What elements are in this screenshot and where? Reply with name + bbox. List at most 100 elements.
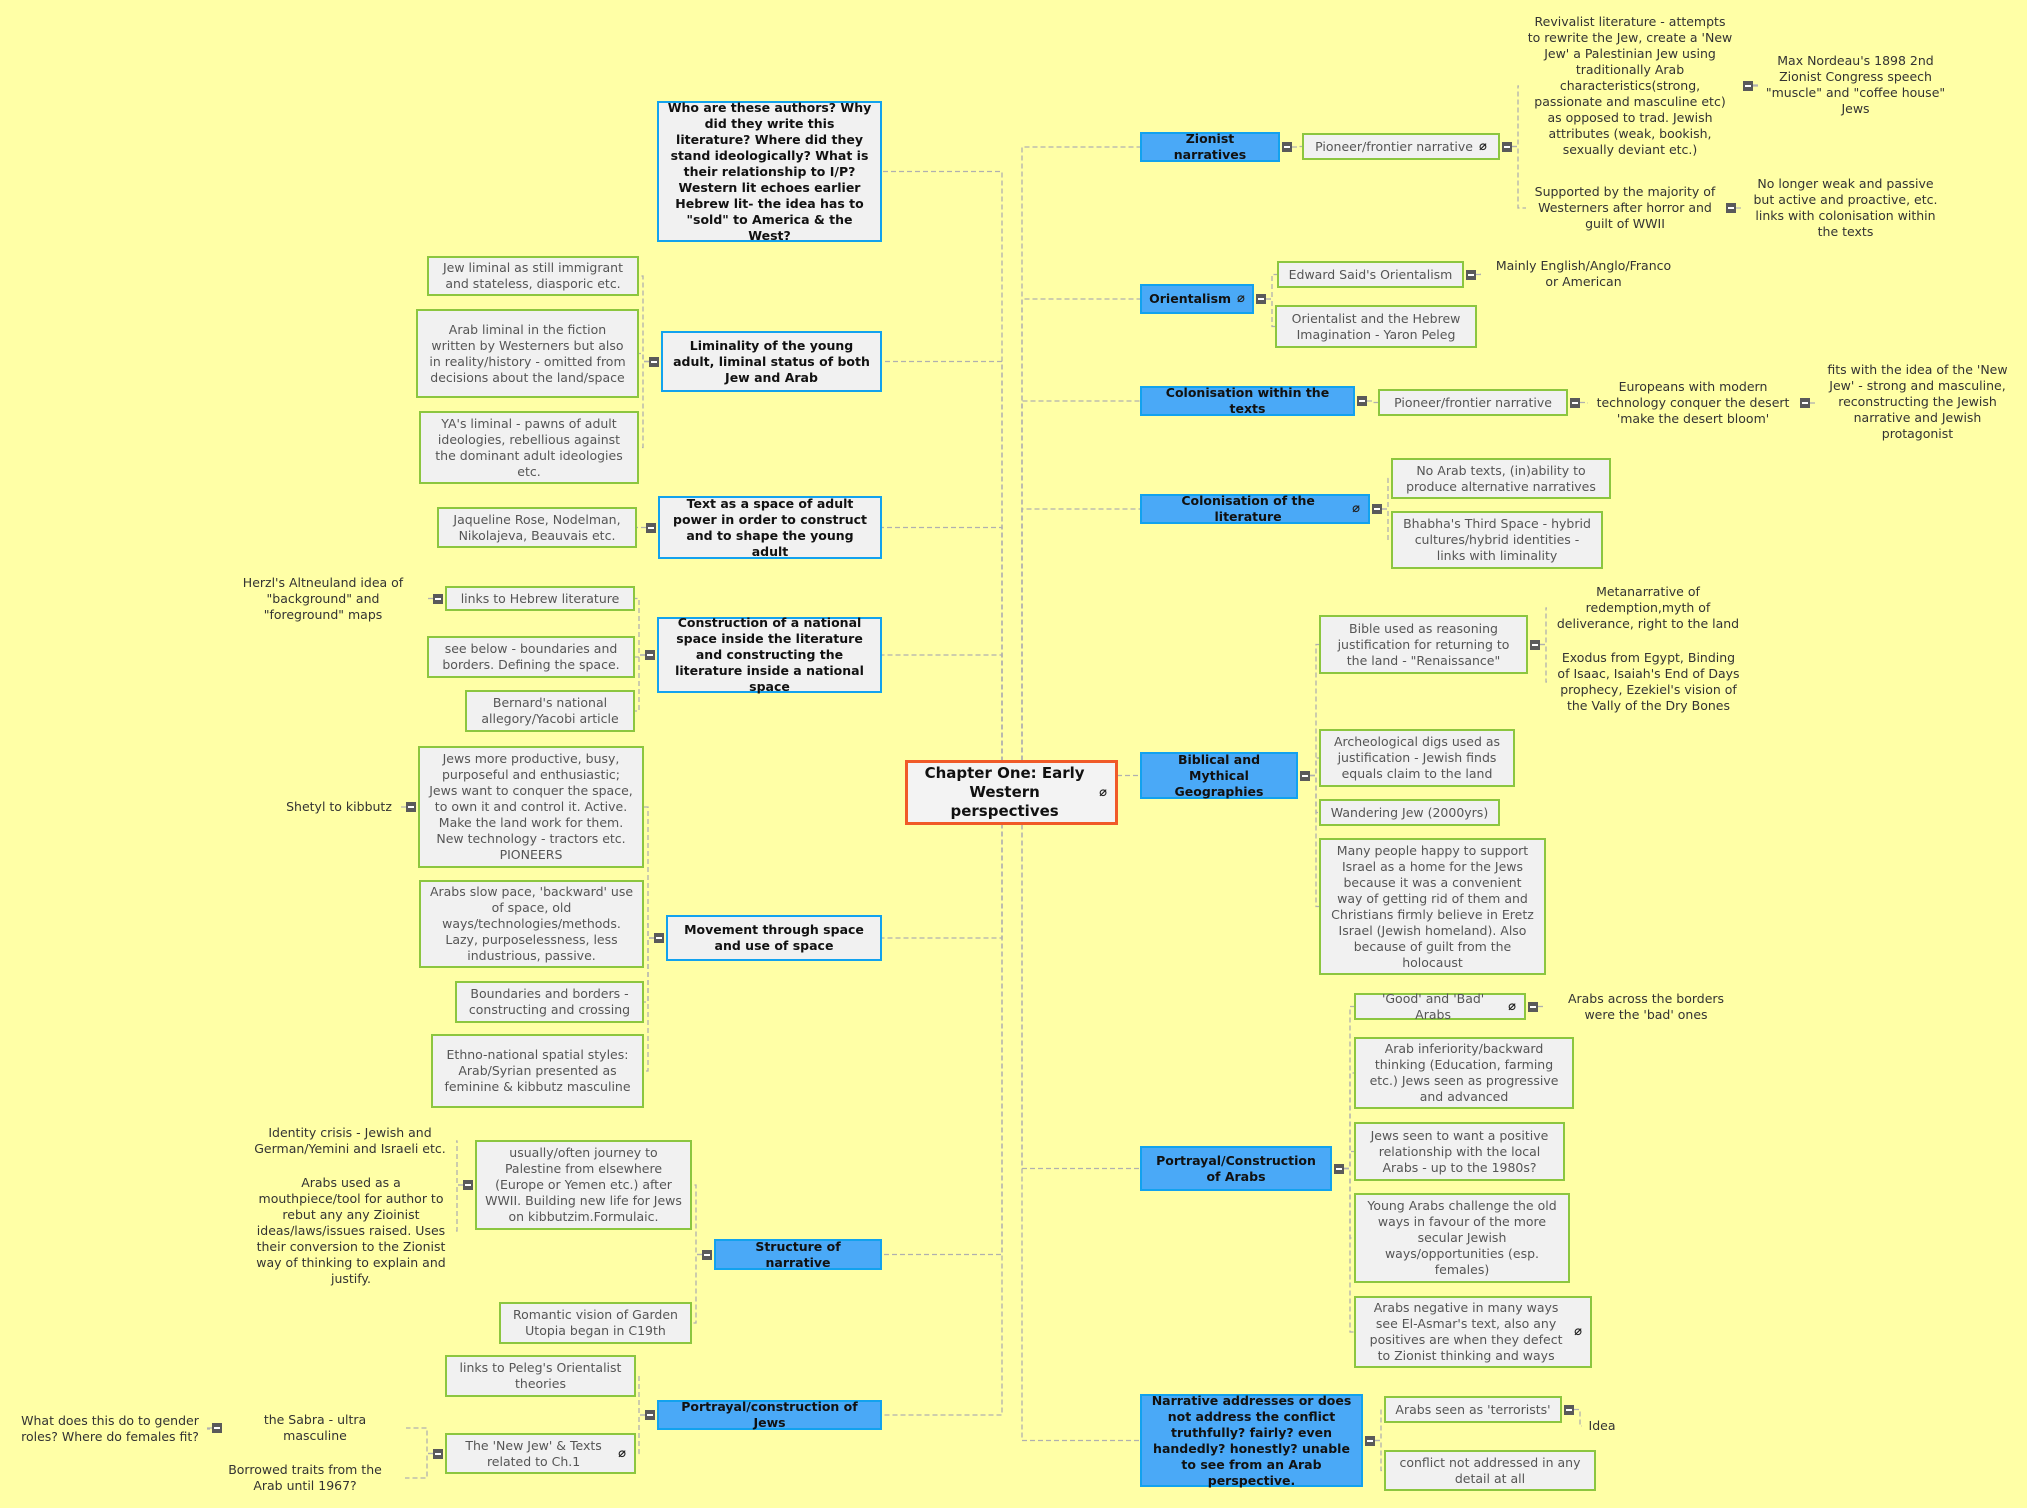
note-metanarrative[interactable]: Metanarrative of redemption,myth of deli…	[1556, 584, 1740, 631]
paperclip-icon[interactable]: ⌀	[618, 1445, 626, 1461]
connector	[1310, 757, 1319, 777]
note-identity-crisis[interactable]: Identity crisis - Jewish and German/Yemi…	[254, 1125, 446, 1156]
subtopic-arabs-negative[interactable]: Arabs negative in many ways see El-Asmar…	[1354, 1296, 1592, 1368]
note-herzl-altneuland[interactable]: Herzl's Altneuland idea of "background" …	[242, 575, 404, 622]
collapse-toggle-icon[interactable]	[645, 650, 655, 660]
subtopic-good-bad-arabs[interactable]: 'Good' and 'Bad' Arabs⌀	[1354, 991, 1526, 1022]
collapse-toggle-icon[interactable]	[1372, 504, 1382, 514]
collapse-toggle-icon[interactable]	[649, 356, 659, 367]
collapse-toggle-icon[interactable]	[406, 802, 416, 812]
paperclip-icon[interactable]: ⌀	[1508, 998, 1516, 1014]
collapse-toggle-icon[interactable]	[1466, 269, 1476, 280]
note-mainly-english[interactable]: Mainly English/Anglo/Franco or American	[1495, 258, 1672, 289]
collapse-toggle-icon[interactable]	[1564, 1404, 1574, 1415]
collapse-toggle-icon[interactable]	[463, 1180, 473, 1190]
collapse-toggle-icon[interactable]	[646, 522, 656, 533]
collapse-toggle-icon[interactable]	[1570, 397, 1580, 408]
subtopic-arabs-slow-pace[interactable]: Arabs slow pace, 'backward' use of space…	[419, 880, 644, 968]
subtopic-ethno-national-styles[interactable]: Ethno-national spatial styles: Arab/Syri…	[431, 1034, 644, 1108]
note-borrowed-traits[interactable]: Borrowed traits from the Arab until 1967…	[228, 1462, 382, 1493]
collapse-toggle-icon[interactable]	[212, 1423, 222, 1433]
subtopic-jews-positive-relationship[interactable]: Jews seen to want a positive relationshi…	[1354, 1122, 1565, 1181]
note-fits-with-new-jew[interactable]: fits with the idea of the 'New Jew' - st…	[1827, 362, 2008, 441]
paperclip-icon[interactable]: ⌀	[1237, 291, 1245, 306]
central-topic[interactable]: Chapter One: Early Western perspectives⌀	[905, 760, 1118, 825]
subtopic-orientalist-hebrew-imagination[interactable]: Orientalist and the Hebrew Imagination -…	[1275, 305, 1477, 348]
note-europeans-modern-technology[interactable]: Europeans with modern technology conquer…	[1596, 379, 1790, 426]
collapse-toggle-icon[interactable]	[1300, 770, 1310, 781]
subtopic-links-hebrew-literature[interactable]: links to Hebrew literature	[445, 586, 635, 611]
topic-construction-national-space[interactable]: Construction of a national space inside …	[657, 615, 882, 694]
topic-biblical-mythical-geographies[interactable]: Biblical and Mythical Geographies	[1140, 752, 1298, 799]
collapse-toggle-icon[interactable]	[433, 1448, 443, 1459]
note-revivalist-literature[interactable]: Revivalist literature - attempts to rewr…	[1527, 14, 1733, 157]
note-supported-by-westerners[interactable]: Supported by the majority of Westerners …	[1534, 184, 1716, 231]
subtopic-edward-said[interactable]: Edward Said's Orientalism	[1277, 261, 1464, 288]
subtopic-ya-liminal[interactable]: YA's liminal - pawns of adult ideologies…	[419, 411, 639, 484]
note-no-longer-weak[interactable]: No longer weak and passive but active an…	[1753, 176, 1938, 239]
collapse-toggle-icon[interactable]	[1726, 203, 1736, 213]
topic-portrayal-of-arabs[interactable]: Portrayal/Construction of Arabs	[1140, 1146, 1332, 1191]
subtopic-pioneer-frontier-narrative-2[interactable]: Pioneer/frontier narrative	[1378, 389, 1568, 416]
subtopic-pioneer-frontier-narrative[interactable]: Pioneer/frontier narrative⌀	[1302, 133, 1500, 160]
subtopic-journey-to-palestine[interactable]: usually/often journey to Palestine from …	[475, 1140, 692, 1230]
topic-structure-of-narrative[interactable]: Structure of narrative	[714, 1239, 882, 1270]
subtopic-jews-more-productive[interactable]: Jews more productive, busy, purposeful a…	[418, 746, 644, 868]
note-idea[interactable]: Idea	[1588, 1418, 1616, 1433]
note-shetyl-to-kibbutz[interactable]: Shetyl to kibbutz	[286, 799, 392, 814]
topic-colonisation-of-literature[interactable]: Colonisation of the literature⌀	[1140, 493, 1370, 524]
subtopic-jew-liminal[interactable]: Jew liminal as still immigrant and state…	[427, 256, 639, 296]
topic-portrayal-of-jews[interactable]: Portrayal/construction of Jews	[657, 1399, 882, 1430]
subtopic-new-jew-texts[interactable]: The 'New Jew' & Texts related to Ch.1⌀	[445, 1433, 636, 1474]
note-arabs-mouthpiece[interactable]: Arabs used as a mouthpiece/tool for auth…	[256, 1175, 446, 1286]
topic-zionist-narratives[interactable]: Zionist narratives	[1140, 131, 1280, 162]
collapse-toggle-icon[interactable]	[1256, 294, 1266, 304]
collapse-toggle-icon[interactable]	[645, 1410, 655, 1420]
subtopic-links-peleg[interactable]: links to Peleg's Orientalist theories	[445, 1355, 636, 1397]
subtopic-archeological-digs[interactable]: Archeological digs used as justification…	[1319, 729, 1515, 787]
topic-liminality[interactable]: Liminality of the young adult, liminal s…	[661, 331, 882, 392]
note-the-sabra[interactable]: the Sabra - ultra masculine	[263, 1412, 367, 1443]
paperclip-icon[interactable]: ⌀	[1099, 785, 1107, 800]
paperclip-icon[interactable]: ⌀	[1574, 1324, 1582, 1339]
subtopic-see-below-boundaries[interactable]: see below - boundaries and borders. Defi…	[427, 636, 635, 678]
collapse-toggle-icon[interactable]	[1743, 81, 1753, 91]
subtopic-jaqueline-rose[interactable]: Jaqueline Rose, Nodelman, Nikolajeva, Be…	[437, 507, 637, 548]
topic-orientalism[interactable]: Orientalism⌀	[1140, 284, 1254, 314]
collapse-toggle-icon[interactable]	[1530, 639, 1540, 650]
collapse-toggle-icon[interactable]	[1800, 398, 1810, 408]
subtopic-romantic-vision[interactable]: Romantic vision of Garden Utopia began i…	[499, 1302, 692, 1344]
subtopic-arab-liminal[interactable]: Arab liminal in the fiction written by W…	[416, 309, 639, 398]
subtopic-bible-justification[interactable]: Bible used as reasoning justification fo…	[1319, 615, 1528, 674]
collapse-toggle-icon[interactable]	[1282, 142, 1292, 152]
subtopic-boundaries-borders[interactable]: Boundaries and borders - constructing an…	[455, 981, 644, 1023]
collapse-toggle-icon[interactable]	[1502, 141, 1512, 152]
paperclip-icon[interactable]: ⌀	[1352, 501, 1360, 516]
subtopic-no-arab-texts[interactable]: No Arab texts, (in)ability to produce al…	[1391, 458, 1611, 499]
subtopic-young-arabs-challenge[interactable]: Young Arabs challenge the old ways in fa…	[1354, 1193, 1570, 1283]
note-max-nordeau[interactable]: Max Nordeau's 1898 2nd Zionist Congress …	[1765, 53, 1946, 116]
topic-who-are-these-authors[interactable]: Who are these authors? Why did they writ…	[657, 100, 882, 243]
collapse-toggle-icon[interactable]	[654, 933, 664, 943]
collapse-toggle-icon[interactable]	[1365, 1435, 1375, 1446]
collapse-toggle-icon[interactable]	[702, 1249, 712, 1260]
subtopic-many-people-happy[interactable]: Many people happy to support Israel as a…	[1319, 838, 1546, 975]
collapse-toggle-icon[interactable]	[1334, 1163, 1344, 1174]
topic-colonisation-within-texts[interactable]: Colonisation within the texts	[1140, 385, 1355, 416]
note-gender-roles[interactable]: What does this do to gender roles? Where…	[21, 1413, 199, 1444]
topic-text-as-space[interactable]: Text as a space of adult power in order …	[658, 496, 882, 559]
note-arabs-across-borders[interactable]: Arabs across the borders were the 'bad' …	[1567, 990, 1725, 1022]
topic-narrative-addresses-conflict[interactable]: Narrative addresses or does not address …	[1140, 1393, 1363, 1488]
topic-movement-through-space[interactable]: Movement through space and use of space	[666, 915, 882, 961]
subtopic-bernard-allegory[interactable]: Bernard's national allegory/Yacobi artic…	[465, 690, 635, 732]
subtopic-arabs-terrorists[interactable]: Arabs seen as 'terrorists'	[1384, 1396, 1562, 1423]
paperclip-icon[interactable]: ⌀	[1478, 138, 1487, 154]
note-exodus[interactable]: Exodus from Egypt, Binding of Isaac, Isa…	[1557, 650, 1740, 713]
collapse-toggle-icon[interactable]	[433, 593, 443, 604]
subtopic-bhabha-third-space[interactable]: Bhabha's Third Space - hybrid cultures/h…	[1391, 511, 1603, 569]
subtopic-arab-inferiority[interactable]: Arab inferiority/backward thinking (Educ…	[1354, 1037, 1574, 1109]
subtopic-conflict-not-addressed[interactable]: conflict not addressed in any detail at …	[1384, 1450, 1596, 1491]
collapse-toggle-icon[interactable]	[1357, 396, 1367, 406]
subtopic-wandering-jew[interactable]: Wandering Jew (2000yrs)	[1319, 799, 1500, 826]
collapse-toggle-icon[interactable]	[1528, 1001, 1538, 1012]
